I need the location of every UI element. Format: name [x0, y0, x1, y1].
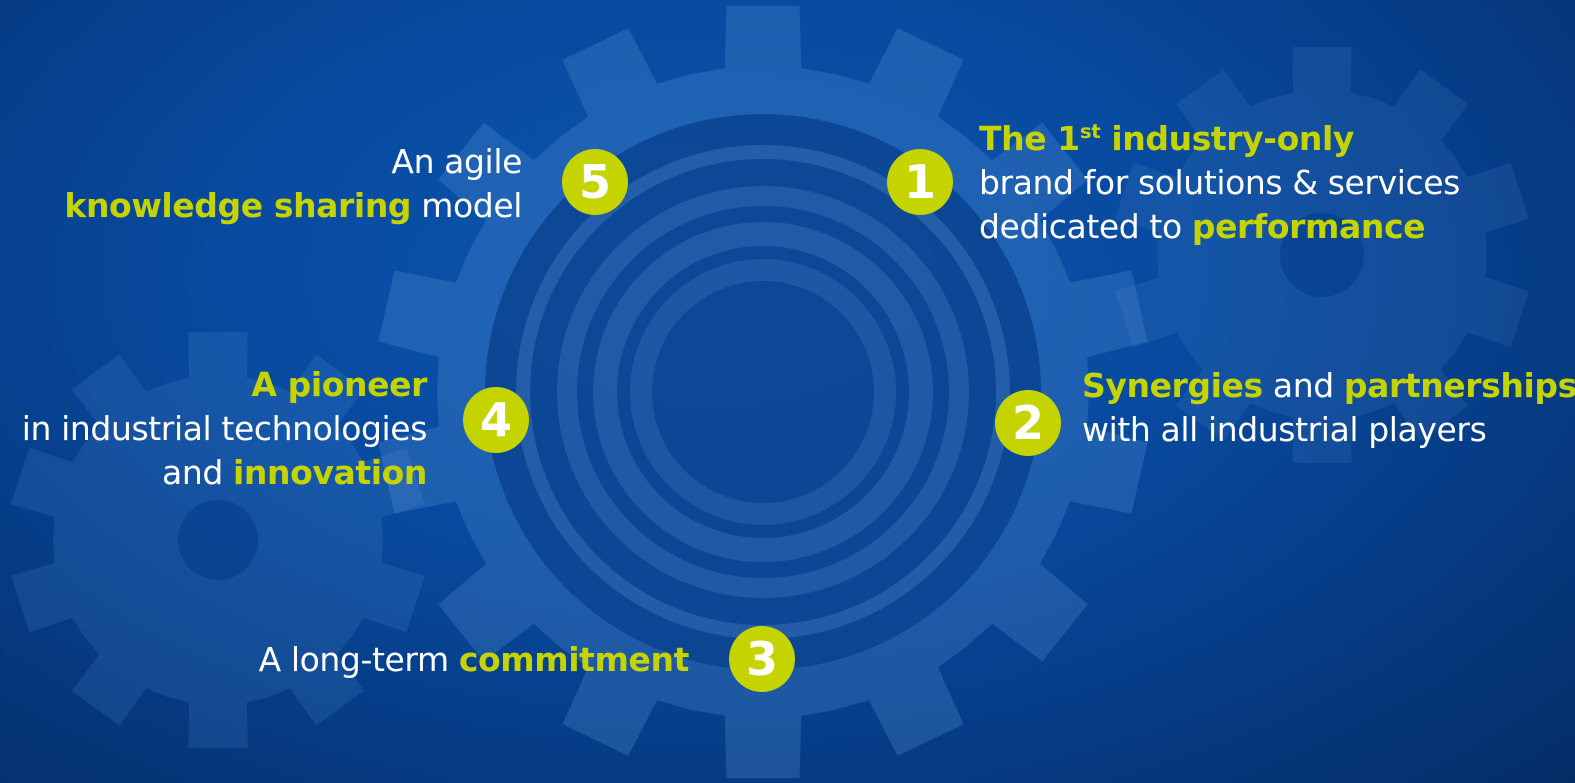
badge-number-3: 3 — [729, 626, 795, 692]
plain-text: An agile — [391, 142, 522, 181]
highlighted-text: A pioneer — [251, 365, 427, 404]
left-gear-shape — [11, 332, 425, 748]
highlighted-text: commitment — [458, 640, 690, 679]
badge-number-5: 5 — [562, 149, 628, 215]
ring — [593, 222, 933, 562]
plain-text: A long-term — [258, 640, 459, 679]
plain-text: dedicated to — [979, 207, 1192, 246]
plain-text: and — [1262, 366, 1344, 405]
plain-text: with all industrial players — [1082, 410, 1487, 449]
gear-hole — [1280, 213, 1364, 297]
item-3-text: A long-term commitment — [258, 638, 690, 682]
highlighted-text: performance — [1191, 207, 1426, 246]
gear-hole — [178, 500, 258, 580]
highlighted-text: st — [1079, 120, 1101, 144]
item-4-line: A pioneer — [22, 363, 427, 407]
item-4-line: in industrial technologies — [21, 407, 428, 451]
badge-number-2: 2 — [995, 390, 1061, 456]
gear-hole — [485, 114, 1041, 670]
plain-text: brand for solutions & services — [979, 163, 1460, 202]
item-4-line: and innovation — [22, 451, 427, 495]
item-5-line: An agile — [64, 140, 522, 184]
badge-number-1: 1 — [887, 149, 953, 215]
item-5-line: knowledge sharing model — [64, 184, 522, 228]
highlighted-text: Synergies — [1082, 366, 1263, 405]
right-gear-shape — [1115, 47, 1529, 463]
item-1-line: dedicated to performance — [979, 205, 1460, 249]
highlighted-text: partnerships — [1343, 366, 1575, 405]
item-2-line: with all industrial players — [1082, 408, 1575, 452]
item-2-line: Synergies and partnerships — [1082, 364, 1575, 408]
ring — [630, 259, 896, 525]
highlighted-text: innovation — [232, 453, 427, 492]
plain-text: model — [411, 186, 522, 225]
badge-number-4: 4 — [463, 387, 529, 453]
plain-text: in industrial technologies — [21, 409, 428, 448]
item-1-line: The 1st industry-only — [979, 117, 1460, 161]
ring — [557, 186, 969, 598]
item-1-line: brand for solutions & services — [979, 161, 1460, 205]
item-3-line: A long-term commitment — [258, 638, 690, 682]
highlighted-text: knowledge sharing — [64, 186, 412, 225]
plain-text: and — [162, 453, 233, 492]
highlighted-text: industry-only — [1100, 119, 1354, 158]
highlighted-text: The 1 — [979, 119, 1080, 158]
